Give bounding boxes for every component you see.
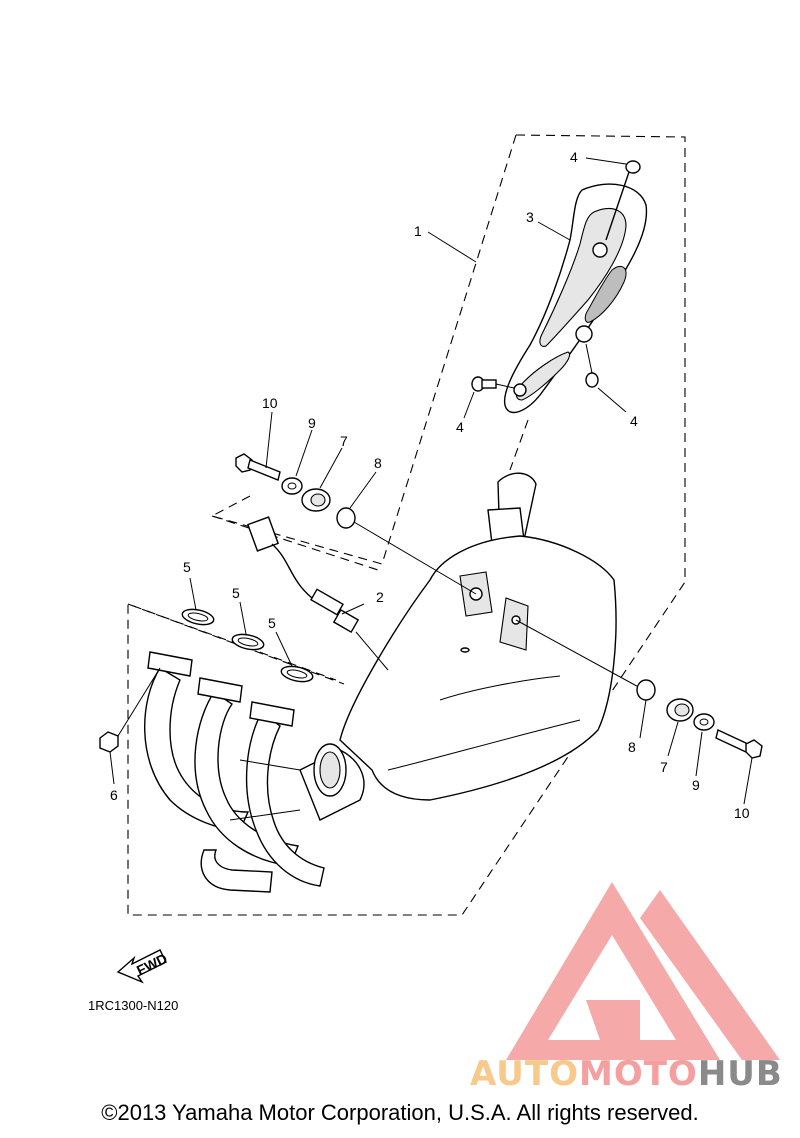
callout-5-left: 5: [183, 559, 191, 575]
callout-4-top: 4: [570, 149, 578, 165]
washer-right: [693, 713, 715, 731]
callout-10-left: 10: [262, 395, 278, 411]
gasket-3-inner: [286, 669, 308, 679]
callout-1: 1: [414, 223, 422, 239]
collar-right-hole: [674, 703, 690, 717]
mount-axis-left: [353, 521, 477, 595]
forward-arrow-icon: FWD: [116, 949, 170, 984]
diagram-code: 1RC1300-N120: [88, 998, 179, 1013]
copyright-notice: ©2013 Yamaha Motor Corporation, U.S.A. A…: [101, 1100, 699, 1125]
assembly-boundary-gaskets: [127, 603, 345, 685]
watermark-text: AUTOMOTOHUB: [470, 1054, 783, 1094]
muffler-body: [339, 472, 617, 801]
callout-4-left: 4: [456, 419, 464, 435]
washer-left: [281, 477, 303, 495]
callout-8-left: 8: [374, 455, 382, 471]
grommet-left: [336, 507, 356, 529]
mount-bolt-right: [715, 729, 763, 759]
callout-2: 2: [376, 589, 384, 605]
watermark-moto: MOTO: [578, 1054, 698, 1094]
callout-5-right: 5: [268, 615, 276, 631]
protector-bolt-top: [605, 160, 641, 241]
muffler-protector: [504, 183, 648, 413]
gasket-1: [181, 608, 215, 626]
watermark-hub: HUB: [697, 1054, 783, 1094]
o2-sensor: [246, 516, 389, 671]
gasket-3: [280, 665, 314, 683]
callout-10-right: 10: [734, 805, 750, 821]
callout-9-left: 9: [308, 415, 316, 431]
callout-7-right: 7: [660, 759, 668, 775]
callout-8-right: 8: [628, 739, 636, 755]
washer-right-hole: [699, 718, 709, 726]
callout-6: 6: [110, 787, 118, 803]
mount-bolt-left: [235, 453, 281, 481]
watermark-logo-icon: [506, 882, 780, 1060]
assembly-boundary-link: [210, 134, 517, 565]
leader-lines: [109, 157, 753, 805]
grommet-right: [636, 679, 656, 701]
callout-4-right: 4: [630, 413, 638, 429]
flange-nut: [99, 667, 161, 753]
callout-5-middle: 5: [232, 585, 240, 601]
protector-bolt-left: [471, 376, 515, 392]
watermark-auto: AUTO: [470, 1054, 579, 1094]
gasket-2-inner: [237, 637, 259, 647]
callout-9-right: 9: [692, 777, 700, 793]
gasket-2: [231, 633, 265, 651]
collar-left-hole: [310, 493, 326, 507]
callout-3: 3: [526, 209, 534, 225]
assembly-boundary-muffler: [127, 134, 686, 916]
exhaust-header-pipes: [143, 651, 365, 893]
protector-bolt-right: [585, 343, 599, 388]
callout-7-left: 7: [340, 433, 348, 449]
washer-left-hole: [287, 482, 297, 490]
gasket-1-inner: [187, 612, 209, 622]
fwd-label: FWD: [134, 950, 170, 978]
mount-axis-right: [515, 619, 645, 691]
